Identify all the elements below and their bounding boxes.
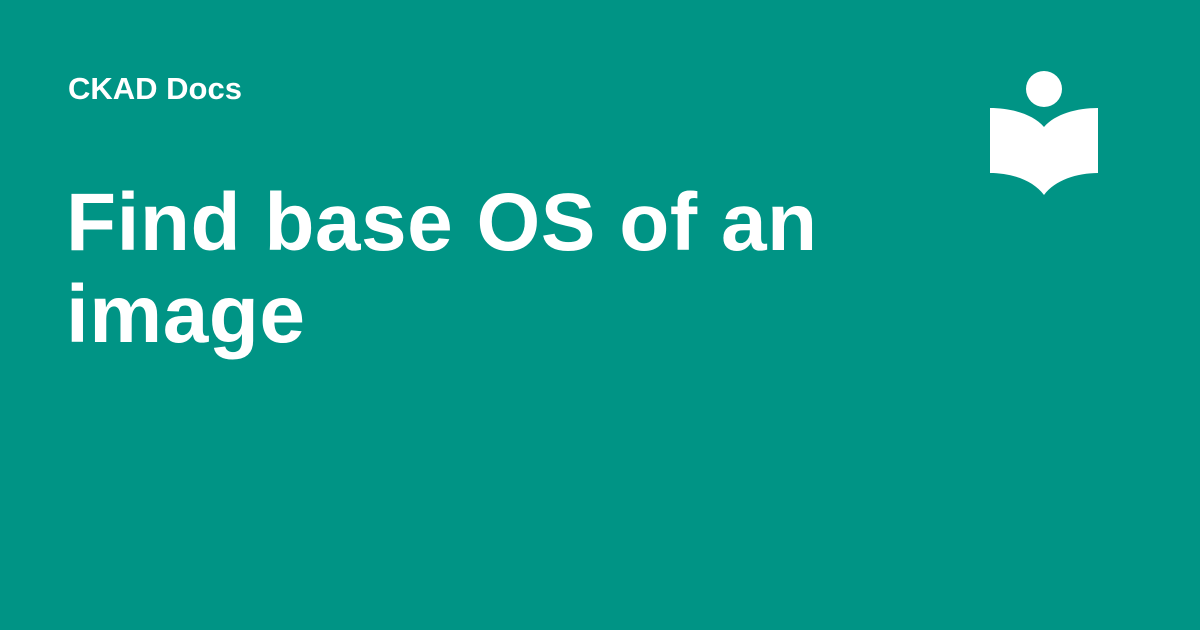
- page-title: Find base OS of an image: [66, 177, 818, 360]
- site-name: CKAD Docs: [68, 71, 242, 106]
- reader-head-shape: [1026, 71, 1062, 107]
- open-book-shape: [990, 108, 1098, 195]
- reader-book-icon: [990, 71, 1098, 195]
